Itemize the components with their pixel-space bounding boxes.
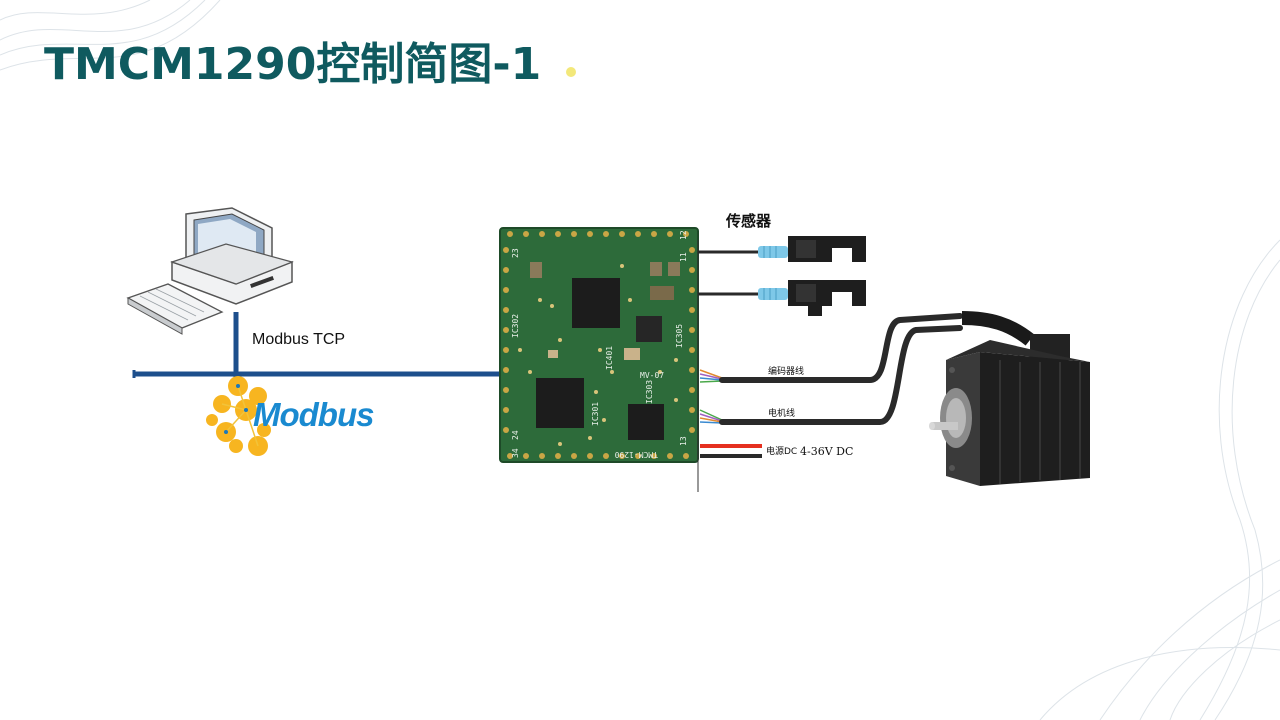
silk-ic303: IC303: [645, 380, 654, 404]
tmcm1290-board: IC302 IC401 IC305 MV-07 IC303 IC301 TMCM…: [499, 227, 699, 492]
encoder-cable-label: 编码器线: [768, 367, 805, 377]
silk-mv07: MV-07: [640, 371, 664, 380]
silk-13: 13: [679, 436, 688, 446]
photo-sensor-icon: [788, 236, 866, 316]
voltage-label: 4-36V DC: [800, 445, 854, 458]
silk-24: 24: [511, 430, 520, 440]
modbus-tcp-label: Modbus TCP: [252, 331, 346, 348]
stepper-motor-icon: [929, 311, 1090, 486]
silk-34: 34: [511, 448, 520, 458]
silk-ic305: IC305: [675, 324, 684, 348]
computer-icon: [126, 207, 294, 335]
silk-12: 12: [679, 230, 688, 240]
silk-23: 23: [511, 248, 520, 258]
sensor-cables: [698, 246, 788, 300]
silk-ic302: IC302: [511, 314, 520, 338]
sensor-label: 传感器: [726, 212, 772, 230]
modbus-logo-text: Modbus: [253, 396, 374, 433]
modbus-logo-icon: [206, 376, 271, 456]
silk-ic401: IC401: [605, 346, 614, 370]
title-accent-dot: [566, 67, 576, 77]
modbus-bus: [132, 312, 500, 380]
power-cable-label: 电源DC: [766, 447, 798, 457]
slide-title: TMCM1290控制简图-1: [44, 39, 542, 90]
silk-11: 11: [679, 252, 688, 262]
motor-cable-label: 电机线: [768, 409, 796, 419]
motor-cables: [699, 313, 963, 458]
silk-tmcm1290: TMCM-1290: [614, 450, 658, 459]
silk-ic301: IC301: [591, 402, 600, 426]
